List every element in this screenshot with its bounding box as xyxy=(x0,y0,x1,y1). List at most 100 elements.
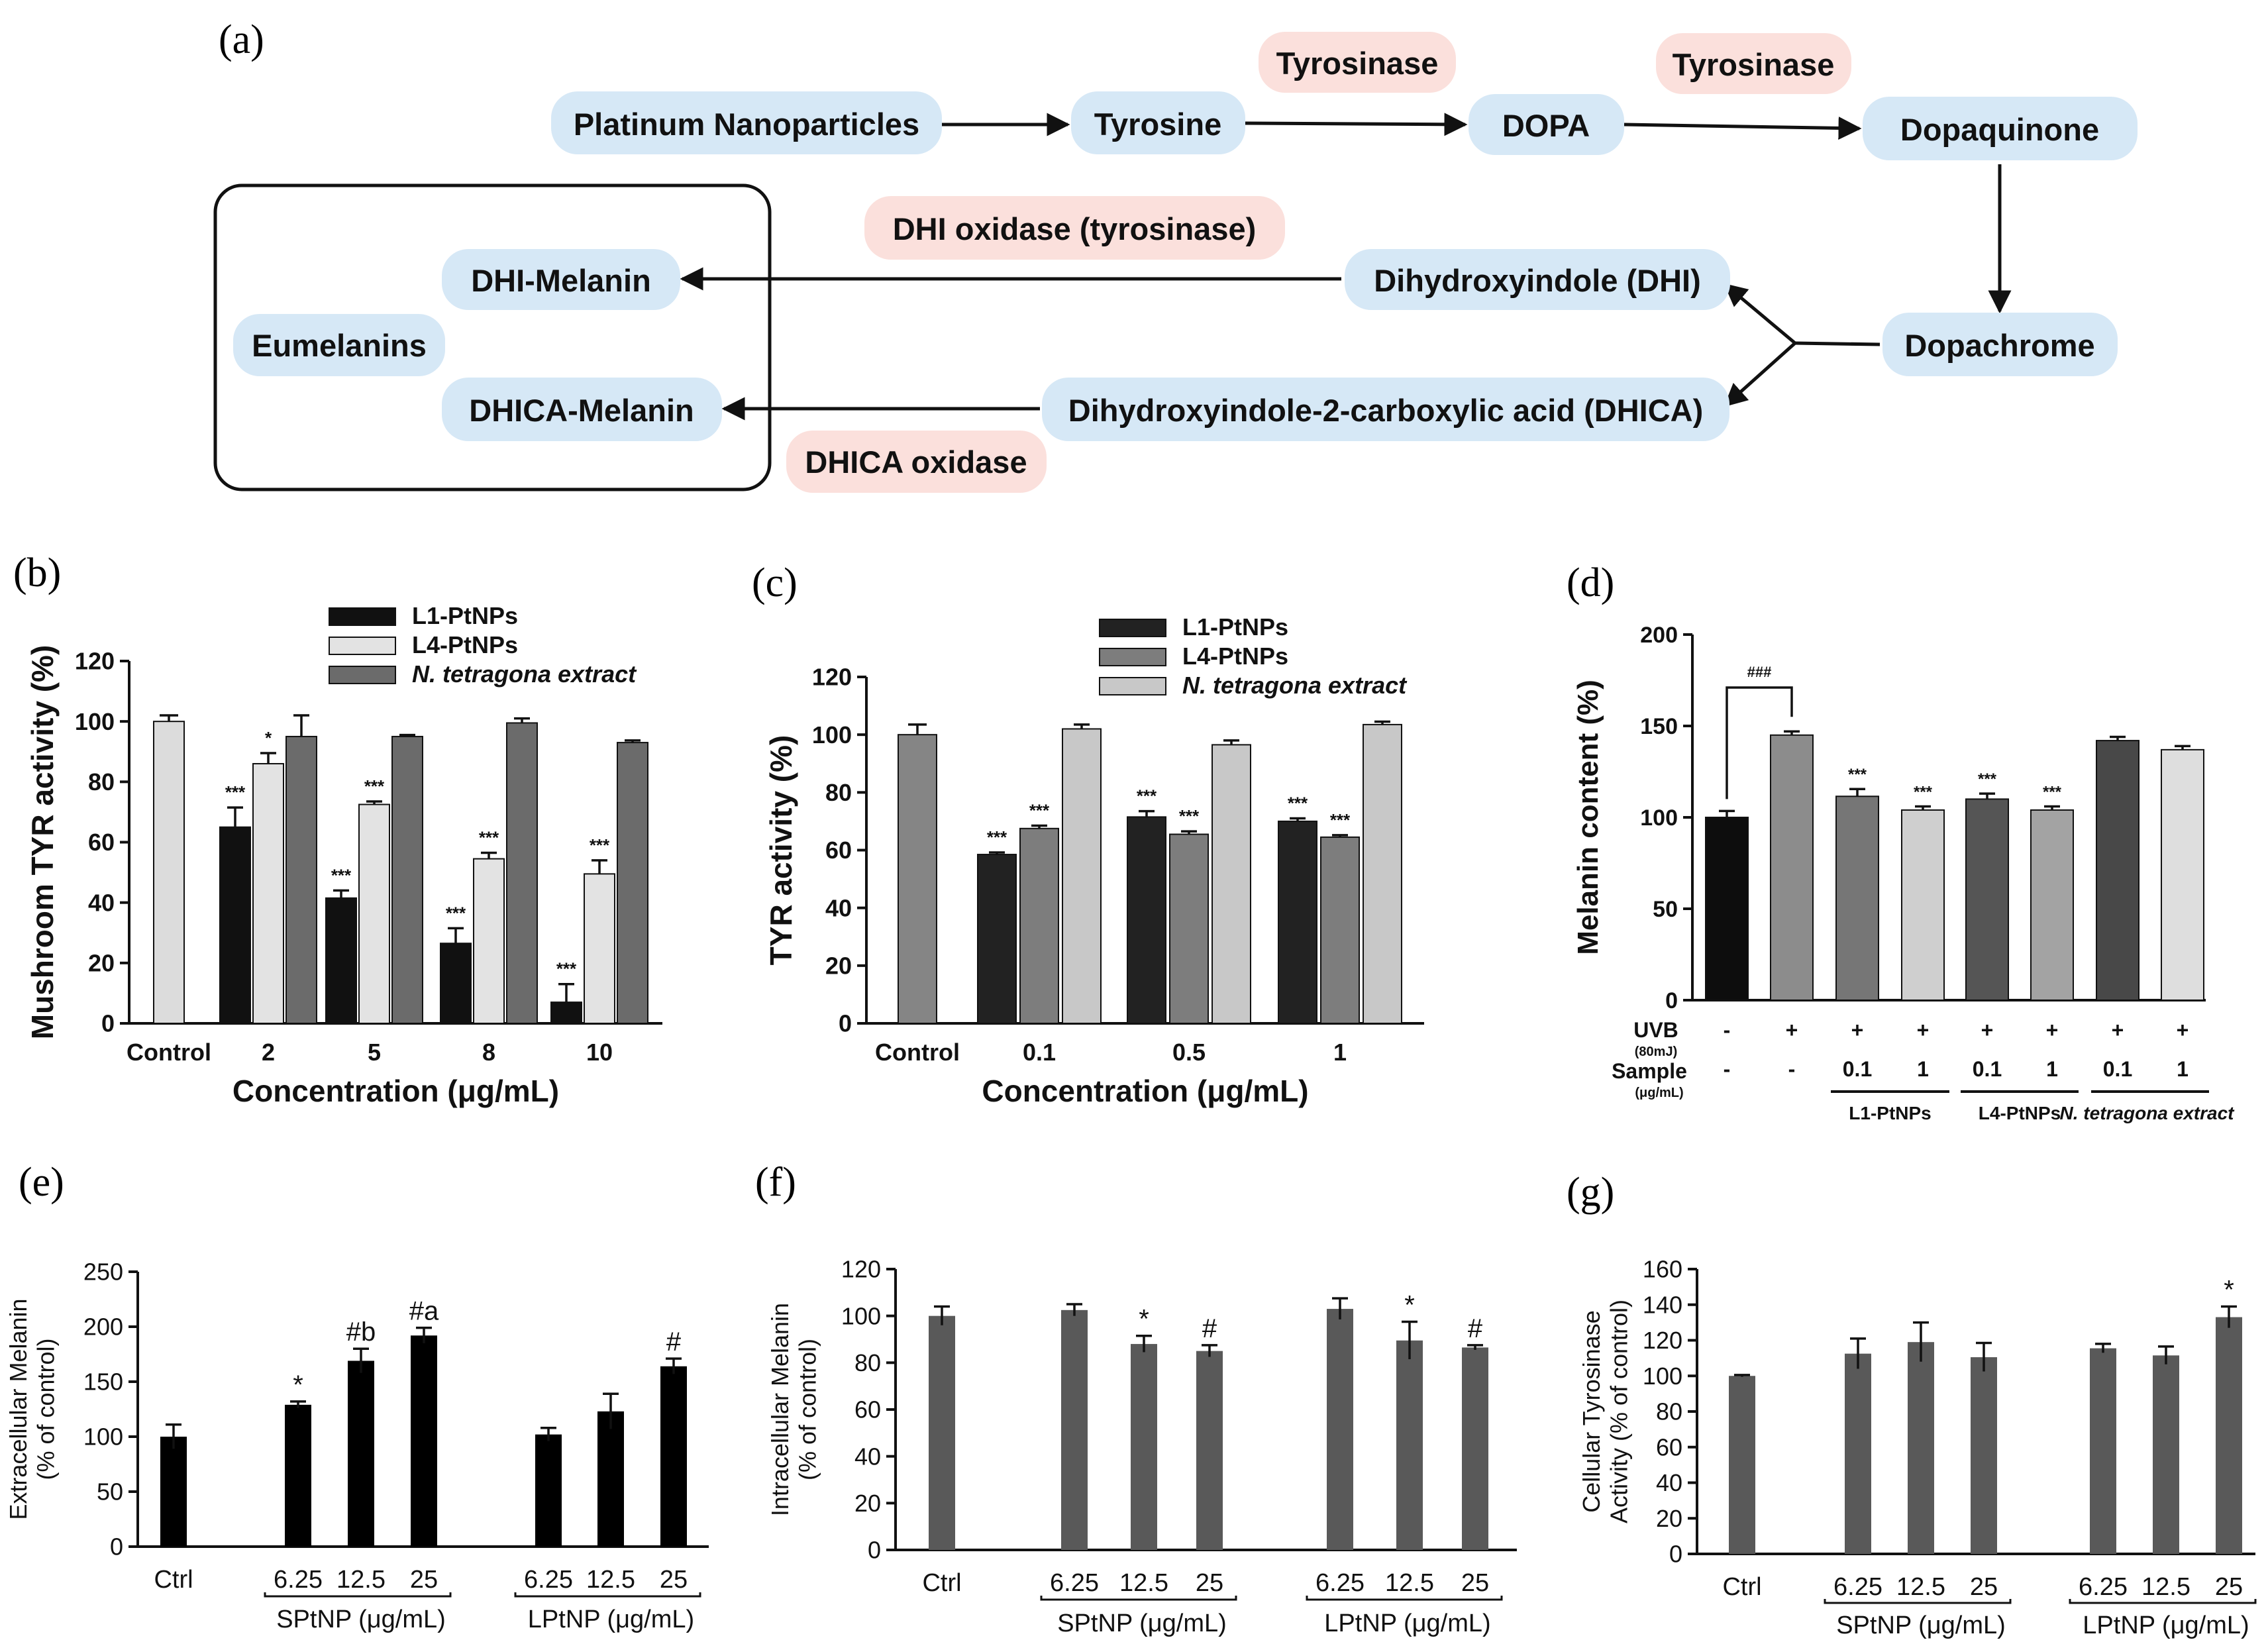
bar xyxy=(660,1366,687,1547)
group-bracket xyxy=(1306,1596,1503,1601)
bar xyxy=(1320,836,1360,1024)
group-label: L1-PtNPs xyxy=(1849,1103,1931,1123)
y-tick-label: 250 xyxy=(83,1258,123,1286)
node-label-dhi: Dihydroxyindole (DHI) xyxy=(1374,263,1701,298)
significance-marker: # xyxy=(1202,1314,1217,1343)
bar xyxy=(391,735,423,1025)
group-label: LPtNP (μg/mL) xyxy=(528,1606,694,1633)
x-tick-label: 25 xyxy=(410,1566,438,1594)
significance-marker: *** xyxy=(590,835,610,855)
legend-swatch xyxy=(329,666,396,684)
node-dhica-melanin: DHICA-Melanin xyxy=(442,378,722,441)
node-eumelanins: Eumelanins xyxy=(233,314,445,376)
x-tick-label: 12.5 xyxy=(2141,1573,2191,1601)
legend-swatch xyxy=(329,637,396,655)
uvb-value: + xyxy=(2177,1018,2189,1042)
uvb-value: - xyxy=(1724,1018,1731,1042)
bar xyxy=(535,1434,562,1547)
group-label: LPtNP (μg/mL) xyxy=(1324,1610,1490,1637)
node-label-ptnp: Platinum Nanoparticles xyxy=(574,107,919,142)
y-tick-label: 200 xyxy=(1640,623,1678,648)
bar xyxy=(219,826,251,1025)
y-tick-label: 80 xyxy=(825,779,852,806)
node-box-dhica xyxy=(1042,378,1729,441)
group-label: SPtNP (μg/mL) xyxy=(1836,1612,2006,1639)
row-label-sample-sub: (μg/mL) xyxy=(1635,1086,1683,1100)
sample-value: 1 xyxy=(2046,1057,2058,1081)
x-tick-label: 25 xyxy=(1461,1569,1489,1597)
node-box-tyrosine xyxy=(1071,91,1245,154)
node-box-dhi xyxy=(1345,249,1730,310)
uvb-value: + xyxy=(1981,1018,1994,1042)
bar xyxy=(1845,1353,1871,1554)
bar xyxy=(2096,740,2139,1001)
uvb-value: + xyxy=(2112,1018,2124,1042)
significance-marker: *** xyxy=(364,776,385,796)
significance-marker: *** xyxy=(1179,806,1200,826)
x-tick-label: 25 xyxy=(1970,1573,1998,1601)
node-box-dhica-melanin xyxy=(442,378,722,441)
node-box-dhi-melanin xyxy=(442,249,680,310)
x-tick-label: Ctrl xyxy=(154,1566,193,1594)
y-tick-label: 0 xyxy=(1665,988,1678,1013)
bar xyxy=(506,722,538,1024)
legend-label: L4-PtNPs xyxy=(412,631,518,658)
significance-marker: *** xyxy=(446,903,466,923)
uvb-value: + xyxy=(1851,1018,1864,1042)
node-dopaquinone: Dopaquinone xyxy=(1863,97,2138,160)
y-tick-label: 20 xyxy=(854,1490,881,1517)
bar xyxy=(1971,1357,1997,1554)
legend-label: N. tetragona extract xyxy=(412,660,637,688)
y-tick-label: 200 xyxy=(83,1313,123,1341)
significance-marker: # xyxy=(666,1327,682,1357)
y-tick-label: 80 xyxy=(1656,1398,1682,1425)
y-tick-label: 100 xyxy=(1640,805,1678,831)
uvb-value: + xyxy=(1917,1018,1930,1042)
y-axis-label: Activity (% of control) xyxy=(1605,1300,1632,1523)
enzyme-box-dhi-oxidase xyxy=(864,196,1285,260)
group-bracket xyxy=(1824,1599,2012,1604)
panel-label-c: (c) xyxy=(752,560,798,605)
node-dhi-melanin: DHI-Melanin xyxy=(442,249,680,310)
y-tick-label: 140 xyxy=(1643,1291,1682,1318)
significance-bracket-label: ### xyxy=(1747,664,1772,680)
enzyme-label-tyrosinase-1: Tyrosinase xyxy=(1276,46,1439,81)
significance-marker: * xyxy=(293,1370,303,1400)
bar xyxy=(929,1315,955,1550)
y-tick-label: 40 xyxy=(1656,1469,1682,1496)
y-tick-label: 0 xyxy=(868,1537,881,1564)
bar xyxy=(160,1437,187,1547)
y-tick-label: 120 xyxy=(812,664,852,691)
node-dopachrome: Dopachrome xyxy=(1882,313,2118,376)
bar xyxy=(1278,820,1317,1024)
x-tick-label: 6.25 xyxy=(1833,1573,1882,1601)
panel-label-d: (d) xyxy=(1567,560,1614,605)
arrow-dopa-dopaquinone xyxy=(1624,116,1862,140)
y-tick-label: 50 xyxy=(97,1478,123,1506)
node-label-dhica: Dihydroxyindole-2-carboxylic acid (DHICA… xyxy=(1068,393,1703,428)
node-label-eumelanins: Eumelanins xyxy=(252,328,427,363)
node-label-tyrosine: Tyrosine xyxy=(1094,107,1221,142)
significance-marker: * xyxy=(1139,1305,1149,1334)
bar xyxy=(1462,1347,1488,1550)
node-dopa: DOPA xyxy=(1469,94,1624,155)
panel-label-g: (g) xyxy=(1567,1170,1614,1215)
x-tick-label: 12.5 xyxy=(1896,1573,1945,1601)
x-tick-label: 6.25 xyxy=(2079,1573,2128,1601)
bar xyxy=(1363,723,1402,1024)
x-tick-label: 12.5 xyxy=(336,1566,386,1594)
panel-label-a: (a) xyxy=(219,17,264,62)
x-tick-label: Ctrl xyxy=(922,1569,961,1597)
node-ptnp: Platinum Nanoparticles xyxy=(551,91,942,154)
significance-marker: #a xyxy=(409,1297,439,1326)
enzyme-dhica-oxidase: DHICA oxidase xyxy=(786,431,1047,493)
bar xyxy=(348,1360,374,1547)
significance-marker: *** xyxy=(1029,800,1050,820)
node-label-dopaquinone: Dopaquinone xyxy=(1900,112,2099,147)
y-tick-label: 100 xyxy=(1643,1362,1682,1390)
y-tick-label: 60 xyxy=(854,1396,881,1423)
eumelanin-frame xyxy=(213,183,772,491)
group-bracket xyxy=(1040,1596,1237,1601)
